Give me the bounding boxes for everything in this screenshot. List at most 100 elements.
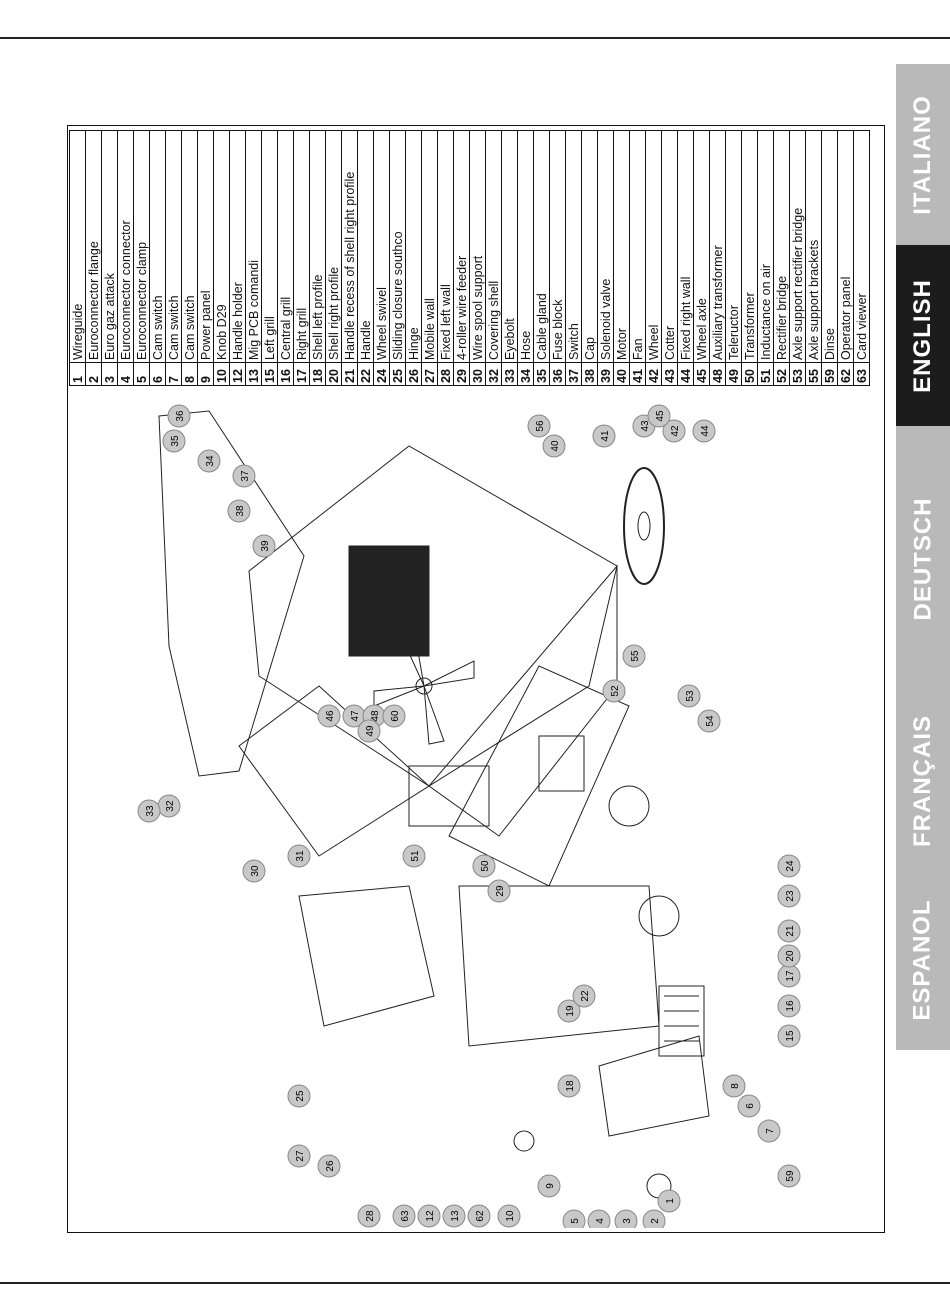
- part-name: Shell left profile: [309, 130, 326, 363]
- callout-34: 34: [197, 449, 221, 473]
- part-name: Wheel axle: [693, 130, 710, 363]
- part-number: 32: [485, 362, 502, 386]
- callout-label: 2: [650, 1218, 661, 1224]
- callout-label: 19: [565, 1005, 576, 1017]
- part-number: 27: [421, 362, 438, 386]
- tab-francais[interactable]: FRANÇAIS: [896, 692, 950, 871]
- callout-49: 49: [357, 719, 381, 743]
- tab-english[interactable]: ENGLISH: [896, 245, 950, 427]
- callout-label: 46: [325, 710, 336, 722]
- part-name: Wire spool support: [469, 130, 486, 363]
- callout-label: 8: [730, 1083, 741, 1089]
- part-name: Handle recess of shell right profile: [341, 130, 358, 363]
- callout-3: 3: [614, 1209, 638, 1228]
- fan-shape: [373, 627, 475, 745]
- callout-label: 13: [450, 1210, 461, 1222]
- covering-shell-shape: [158, 410, 305, 777]
- knob-shape: [513, 1130, 535, 1152]
- part-number: 10: [213, 362, 230, 386]
- part-number: 15: [261, 362, 278, 386]
- part-name: Wheel swivel: [373, 130, 390, 363]
- callout-label: 23: [785, 890, 796, 902]
- part-name: Rectifier bridge: [773, 130, 790, 363]
- tab-deutsch[interactable]: DEUTSCH: [896, 426, 950, 693]
- callout-label: 35: [170, 435, 181, 447]
- callout-46: 46: [317, 704, 341, 728]
- header-rule: [0, 37, 950, 39]
- part-name: Euro gaz attack: [101, 130, 118, 363]
- callout-32: 32: [157, 794, 181, 818]
- part-name: Fixed left wall: [437, 130, 454, 363]
- part-name: Power panel: [197, 130, 214, 363]
- callout-36: 36: [167, 404, 191, 428]
- tab-label: ITALIANO: [909, 94, 937, 215]
- callout-25: 25: [287, 1084, 311, 1108]
- part-number: 6: [149, 362, 166, 386]
- base-plate-shape: [448, 665, 630, 887]
- part-number: 35: [533, 362, 550, 386]
- callout-label: 60: [390, 710, 401, 722]
- tab-espanol[interactable]: ESPANOL: [896, 870, 950, 1051]
- part-name: Auxiliary transformer: [709, 130, 726, 363]
- callout-12: 12: [417, 1204, 441, 1228]
- callout-23: 23: [777, 884, 801, 908]
- part-name: Motor: [613, 130, 630, 363]
- callout-label: 10: [505, 1210, 516, 1222]
- callout-label: 3: [622, 1218, 633, 1224]
- callout-label: 30: [250, 865, 261, 877]
- callout-label: 34: [205, 455, 216, 467]
- callout-label: 54: [705, 715, 716, 727]
- part-number: 24: [373, 362, 390, 386]
- callout-label: 53: [685, 690, 696, 702]
- part-number: 52: [773, 362, 790, 386]
- front-panel-shape: [458, 885, 660, 1047]
- callout-label: 44: [700, 425, 711, 437]
- callout-label: 5: [570, 1218, 581, 1224]
- callout-9: 9: [537, 1174, 561, 1198]
- part-name: Hinge: [405, 130, 422, 363]
- wheel-swivel-shape: [638, 895, 680, 937]
- part-name: Sliding closure southco: [389, 130, 406, 363]
- callout-63: 63: [392, 1204, 416, 1228]
- part-name: Covering shell: [485, 130, 502, 363]
- callout-51: 51: [402, 844, 426, 868]
- callout-label: 15: [785, 1030, 796, 1042]
- part-number: 26: [405, 362, 422, 386]
- tab-italiano[interactable]: ITALIANO: [896, 64, 950, 246]
- callout-7: 7: [757, 1119, 781, 1143]
- callout-label: 12: [425, 1210, 436, 1222]
- callout-label: 37: [240, 470, 251, 482]
- callout-13: 13: [442, 1204, 466, 1228]
- part-name: Euroconnector clamp: [133, 130, 150, 363]
- callout-label: 50: [480, 860, 491, 872]
- part-name: Cable gland: [533, 130, 550, 363]
- callout-label: 24: [785, 860, 796, 872]
- part-name: Dinse: [821, 130, 838, 363]
- callout-17: 17: [777, 964, 801, 988]
- callout-label: 56: [535, 420, 546, 432]
- part-name: Eyebolt: [501, 130, 518, 363]
- callout-label: 27: [295, 1150, 306, 1162]
